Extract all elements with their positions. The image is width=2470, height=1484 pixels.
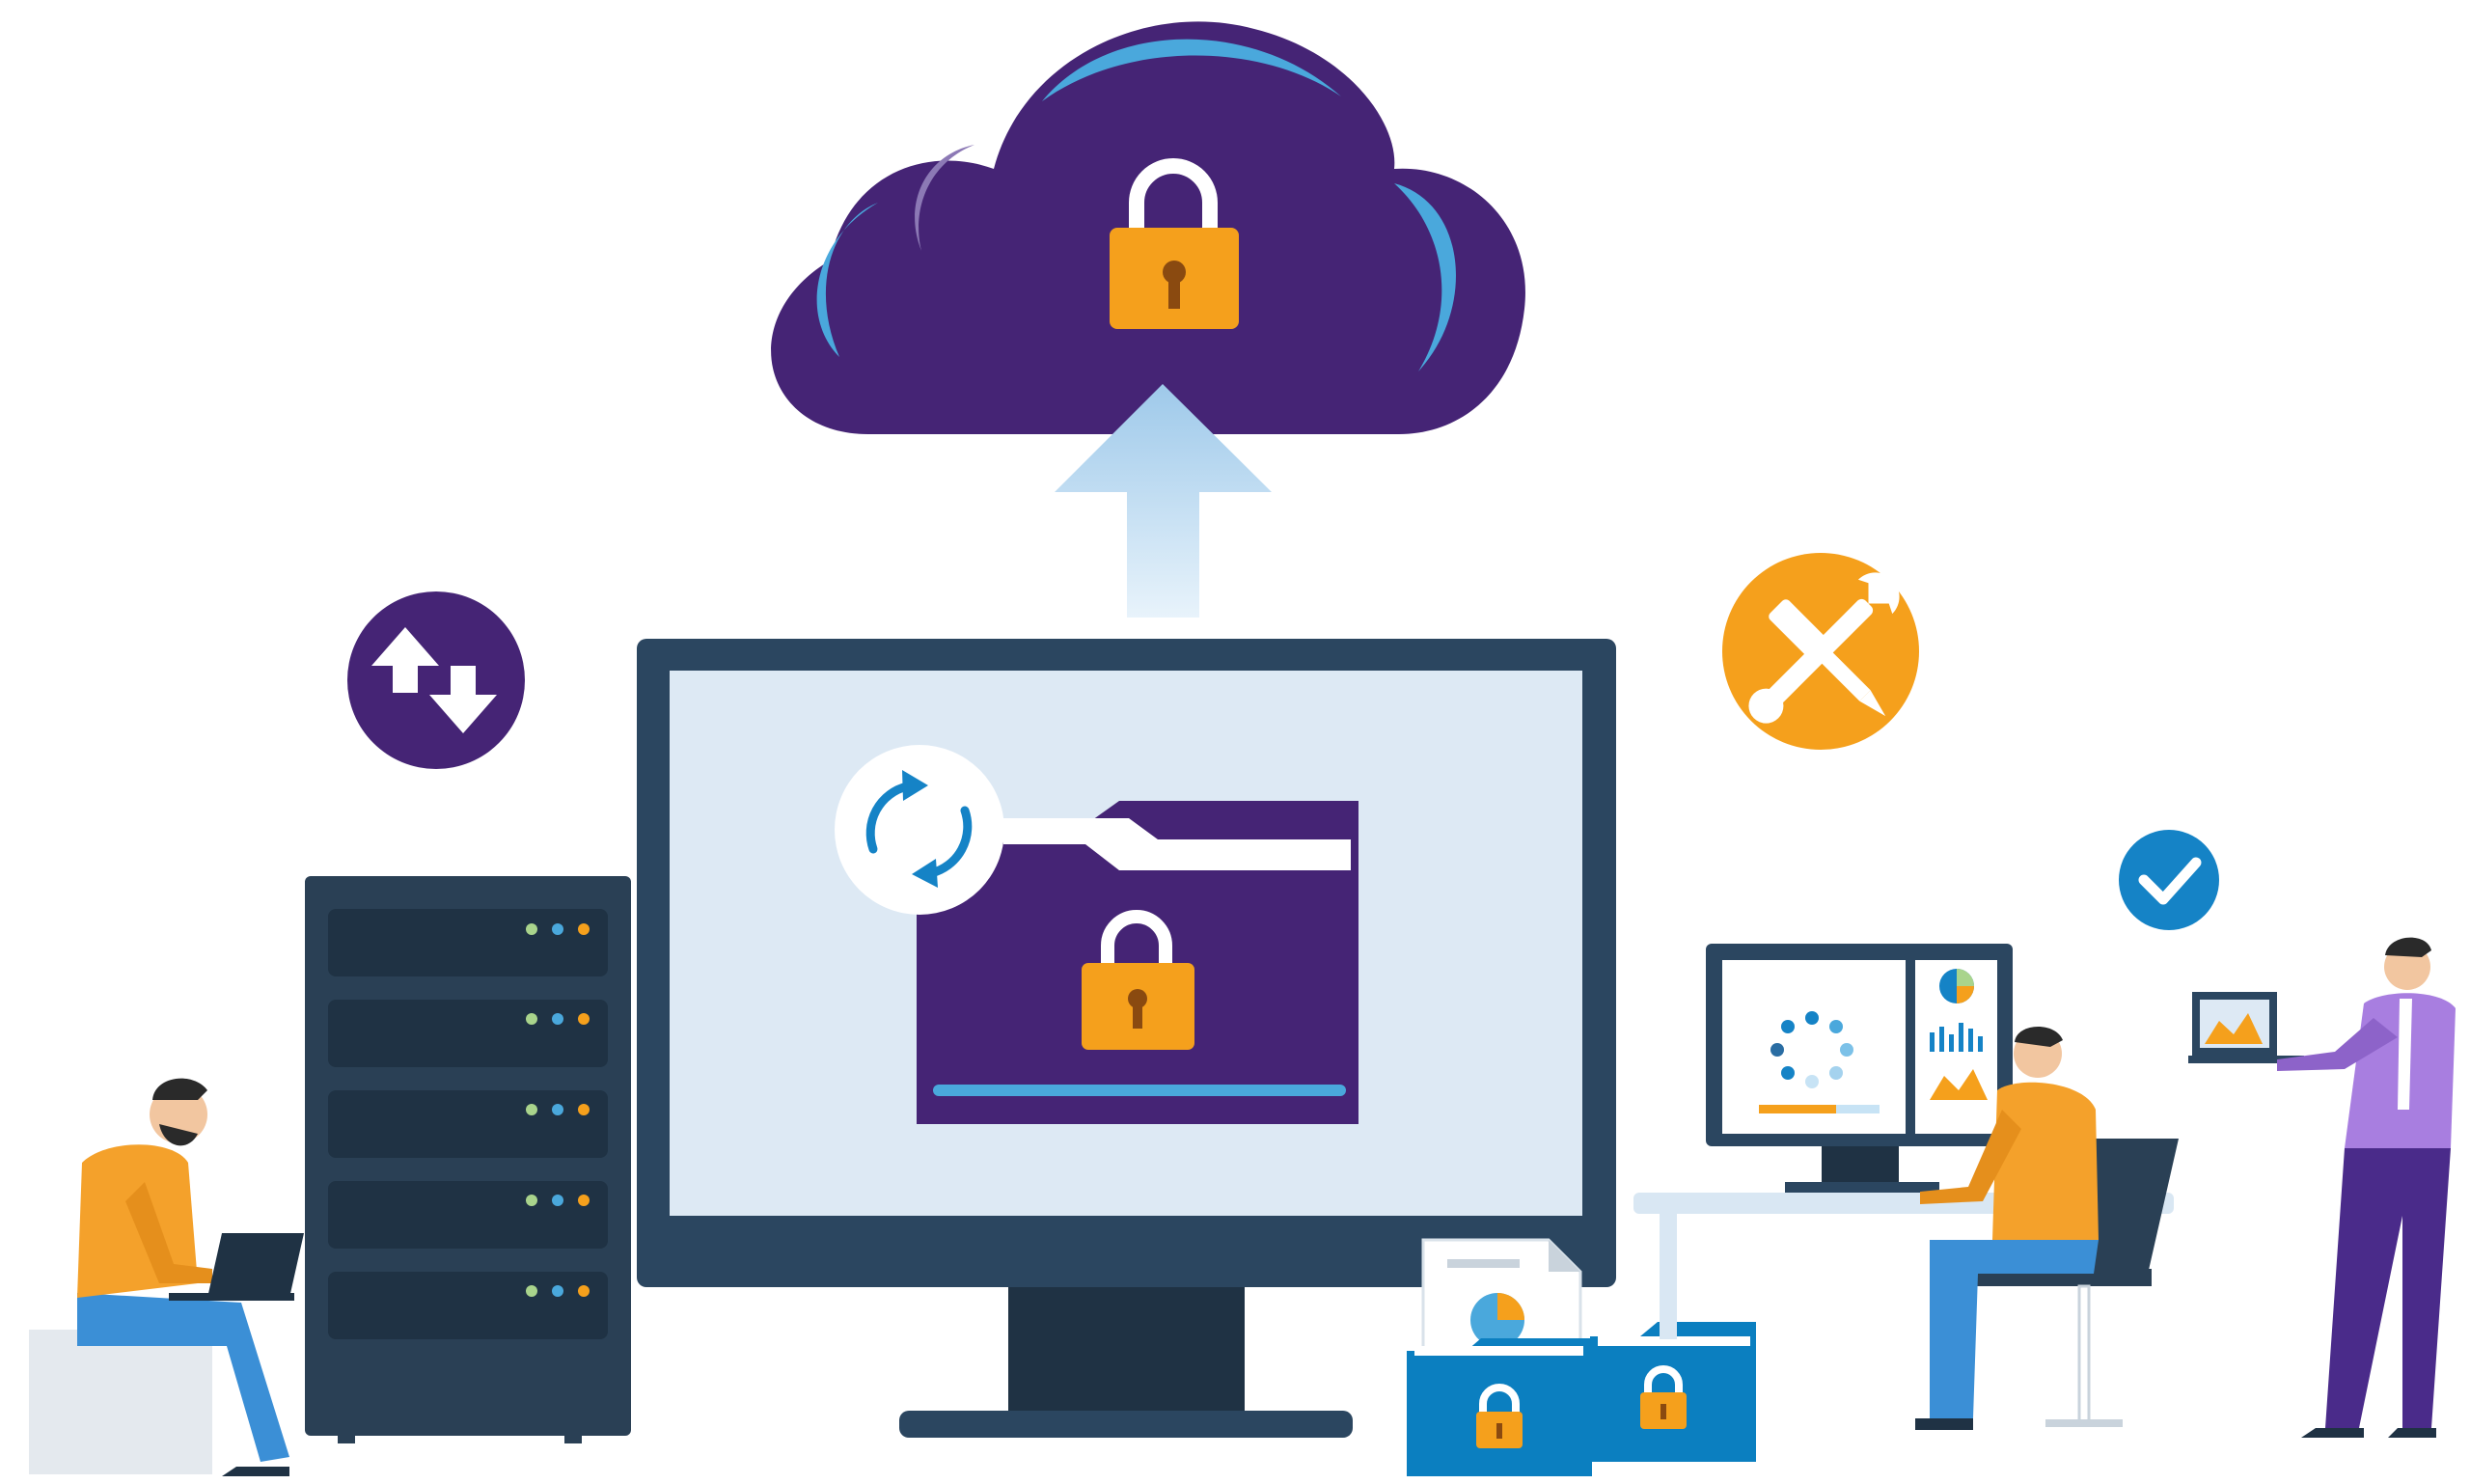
data-transfer-icon	[347, 591, 525, 769]
server-unit	[328, 1272, 608, 1339]
server-unit	[328, 909, 608, 976]
person-at-desk	[1915, 1026, 2099, 1430]
dashboard-monitor	[1706, 944, 2013, 1194]
server-rack-icon	[305, 876, 631, 1443]
secure-folder-icon	[1590, 1322, 1756, 1462]
server-unit	[328, 1181, 608, 1249]
main-monitor	[637, 639, 1616, 1438]
upload-arrow-icon	[1055, 384, 1272, 618]
area-chart-icon	[1930, 1069, 1988, 1100]
bar-chart-icon	[1930, 1023, 1983, 1052]
tools-icon	[1722, 553, 1919, 750]
person-with-laptop	[29, 1078, 304, 1476]
manager-with-tablet	[2188, 937, 2456, 1438]
sync-icon	[835, 745, 1004, 915]
server-unit	[328, 1000, 608, 1067]
server-unit	[328, 1090, 608, 1158]
pie-chart-icon	[1939, 969, 1974, 1003]
secure-folder-icon	[1407, 1338, 1592, 1476]
checkmark-icon	[2119, 830, 2219, 930]
secure-folder-icon	[917, 801, 1358, 1124]
cloud-lock-icon	[771, 21, 1525, 434]
loading-spinner-icon	[1770, 1011, 1853, 1088]
